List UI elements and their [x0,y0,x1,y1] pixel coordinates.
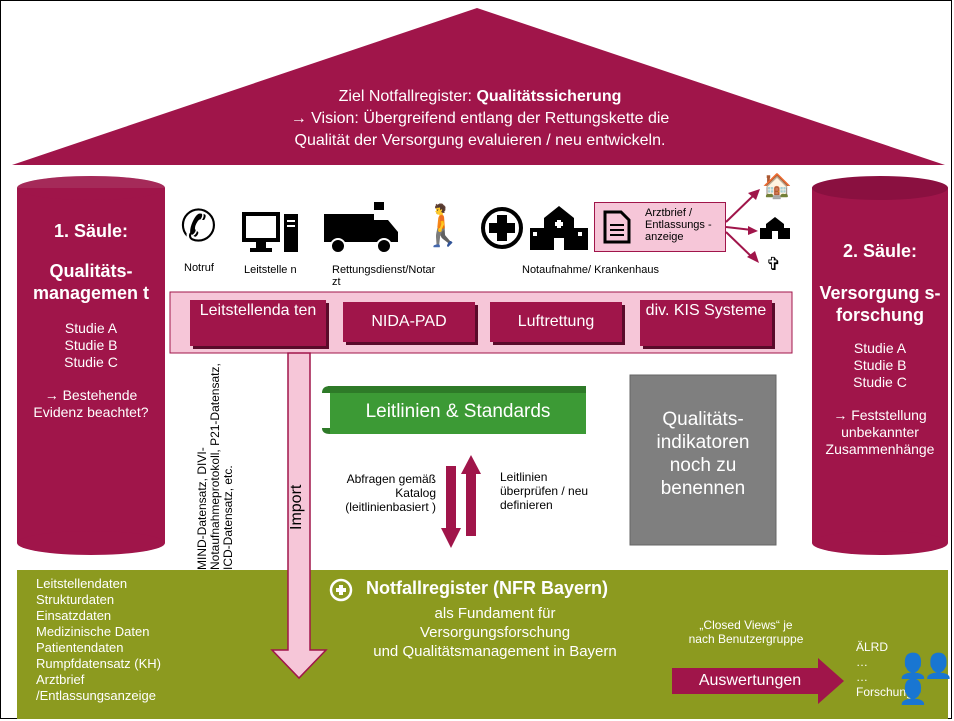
query-text: Abfragen gemäß Katalog (leitlinienbasier… [345,472,436,514]
left-pillar-text: 1. Säule: Qualitäts-managemen t Studie A… [32,221,150,420]
registry-title: Notfallregister (NFR Bayern) [366,578,609,598]
source-leitstellendaten: Leitstellenda ten [190,300,326,346]
import-arrow [270,352,328,680]
roof-text: Ziel Notfallregister: Qualitätssicherung… [290,88,670,149]
right-pillar-text: 2. Säule: Versorgung s-forschung Studie … [819,241,941,457]
user-groups: ÄLRD…… Forschung [856,640,913,699]
notaufnahme-label: Notaufnahme/ Krankenhaus [522,264,659,276]
roof [12,8,945,165]
medical-cross-icon [481,207,523,249]
import-label: Import [288,484,305,530]
users-group-icon: 👤👤👤 [898,653,954,706]
phone-icon: ✆ [180,202,217,251]
datasets-text: MIND-Datensatz, DIVI-Notaufnahmeprotokol… [196,363,235,570]
home-icon: 🏠 [762,173,792,200]
source-kis: div. KIS Systeme [640,300,772,346]
down-arrow [441,528,461,548]
source-luftrettung: Luftrettung [490,302,622,342]
arztbrief-box: Arztbrief / Entlassungs -anzeige [594,202,726,252]
hospital-icon [530,206,588,250]
guidelines-banner [330,393,586,434]
quality-indicators-label: Qualitäts- indikatoren noch zu benennen [656,409,750,499]
up-arrow [461,455,481,474]
closed-views-text: „Closed Views“ je nach Benutzergruppe [688,618,804,646]
document-icon [603,210,631,244]
walking-person-icon: 🚶 [418,204,468,248]
quality-indicators-box [629,374,777,546]
cross-icon: ✞ [766,254,782,274]
leitstelle-label: Leitstelle n [244,264,297,276]
left-pillar [17,188,165,543]
care-home-icon [760,217,790,239]
computer-icon [242,212,298,252]
review-text: Leitlinien überprüfen / neu definieren [500,470,589,512]
notruf-label: Notruf [184,262,214,274]
auswertungen-label: Auswertungen [698,672,802,689]
registry-base [17,570,948,719]
auswertungen-arrow [672,658,844,704]
source-nida-pad: NIDA-PAD [343,302,475,342]
ambulance-icon [324,202,398,254]
right-pillar [812,188,948,543]
registry-subtitle: als Fundament für Versorgungsforschung u… [373,605,617,660]
guidelines-label: Leitlinien & Standards [365,401,551,422]
plus-icon [329,578,353,602]
rettungsdienst-label: Rettungsdienst/Notar zt [332,264,436,288]
